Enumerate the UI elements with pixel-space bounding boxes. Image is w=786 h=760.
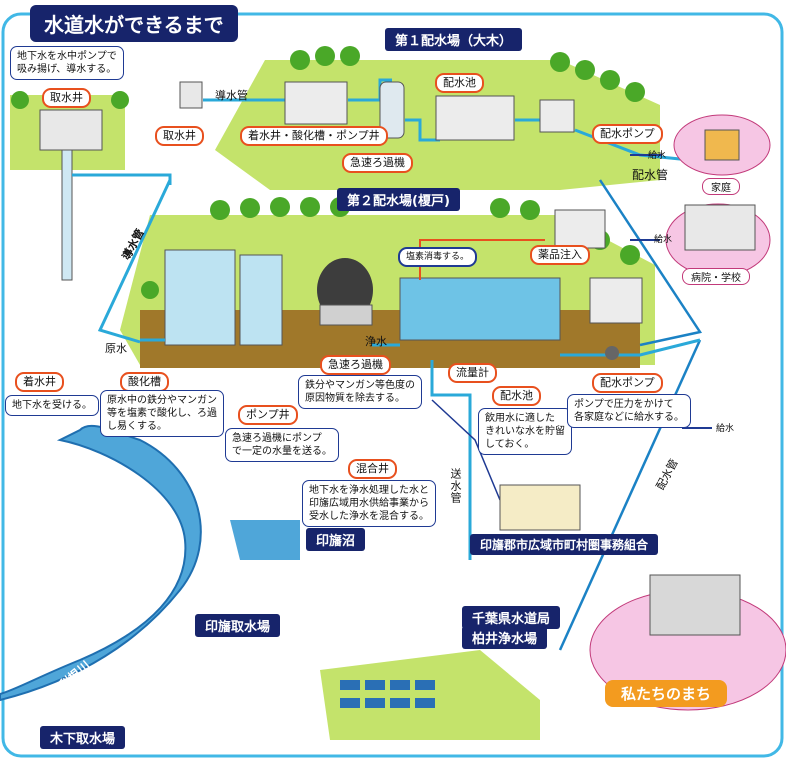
sanka-label: 酸化槽 xyxy=(120,372,169,392)
pump-well-note: 急速ろ過機にポンプ で一定の水量を送る。 xyxy=(225,428,339,462)
mid-plant-name: 第２配水場(榎戸) xyxy=(337,188,460,211)
sanka-note: 原水中の鉄分やマンガン 等を塩素で酸化し、ろ過 し易くする。 xyxy=(100,390,224,437)
filter-label: 急速ろ過機 xyxy=(320,355,391,375)
chiba-plant-line2: 柏井浄水場 xyxy=(462,626,547,649)
filter-note: 鉄分やマンガン等色度の 原因物質を除去する。 xyxy=(298,375,422,409)
chakusui-label: 着水井 xyxy=(15,372,64,392)
mix-well-note: 地下水を浄水処理した水と 印旛広域用水供給事業から 受水した浄水を混合する。 xyxy=(302,480,436,527)
union-name: 印旛郡市広域市町村圏事務組合 xyxy=(470,534,658,555)
top-pump-label: 配水ポンプ xyxy=(592,124,663,144)
chlorine-note: 塩素消毒する。 xyxy=(398,247,477,267)
reservoir-label: 配水池 xyxy=(492,386,541,406)
kyusui-2: 給水 xyxy=(654,232,672,245)
hospital-tag: 病院・学校 xyxy=(682,268,750,285)
kyusui-3: 給水 xyxy=(716,421,734,434)
pump-label: 配水ポンプ xyxy=(592,373,663,393)
well-note: 地下水を水中ポンプで 吸み揚げ、導水する。 xyxy=(10,46,124,80)
page-title: 水道水ができるまで xyxy=(30,5,238,42)
town-name: 私たちのまち xyxy=(605,680,727,707)
clean-water-label: 浄水 xyxy=(365,333,387,349)
kioroshi-name: 木下取水場 xyxy=(40,726,125,749)
mix-well-label: 混合井 xyxy=(348,459,397,479)
flow-meter-label: 流量計 xyxy=(448,363,497,383)
top-reservoir-label: 配水池 xyxy=(435,73,484,93)
raw-water-label: 原水 xyxy=(105,340,127,356)
reservoir-note: 飲用水に適した きれいな水を貯留 しておく。 xyxy=(478,408,572,455)
pump-well-label: ポンプ井 xyxy=(238,405,298,425)
top-shusuiido-label: 取水井 xyxy=(155,126,204,146)
top-filter-label: 急速ろ過機 xyxy=(342,153,413,173)
chakusui-note: 地下水を受ける。 xyxy=(5,395,99,416)
inbanuma-water xyxy=(230,520,300,560)
well-label: 取水井 xyxy=(42,88,91,108)
top-plant-name: 第１配水場（大木） xyxy=(385,28,522,51)
home-tag: 家庭 xyxy=(702,178,740,195)
top-facility-label: 着水井・酸化槽・ポンプ井 xyxy=(240,126,388,146)
inba-intake-name: 印旛取水場 xyxy=(195,614,280,637)
inbanuma-name: 印旛沼 xyxy=(306,528,365,551)
sosuikan-label: 送水管 xyxy=(447,468,463,504)
kyusui-1: 給水 xyxy=(648,148,666,161)
pump-note: ポンプで圧力をかけて 各家庭などに給水する。 xyxy=(567,394,691,428)
haisuikan-1: 配水管 xyxy=(632,166,668,183)
chemical-label: 薬品注入 xyxy=(530,245,590,265)
top-dousuikan-label: 導水管 xyxy=(215,87,248,103)
river xyxy=(0,426,201,700)
